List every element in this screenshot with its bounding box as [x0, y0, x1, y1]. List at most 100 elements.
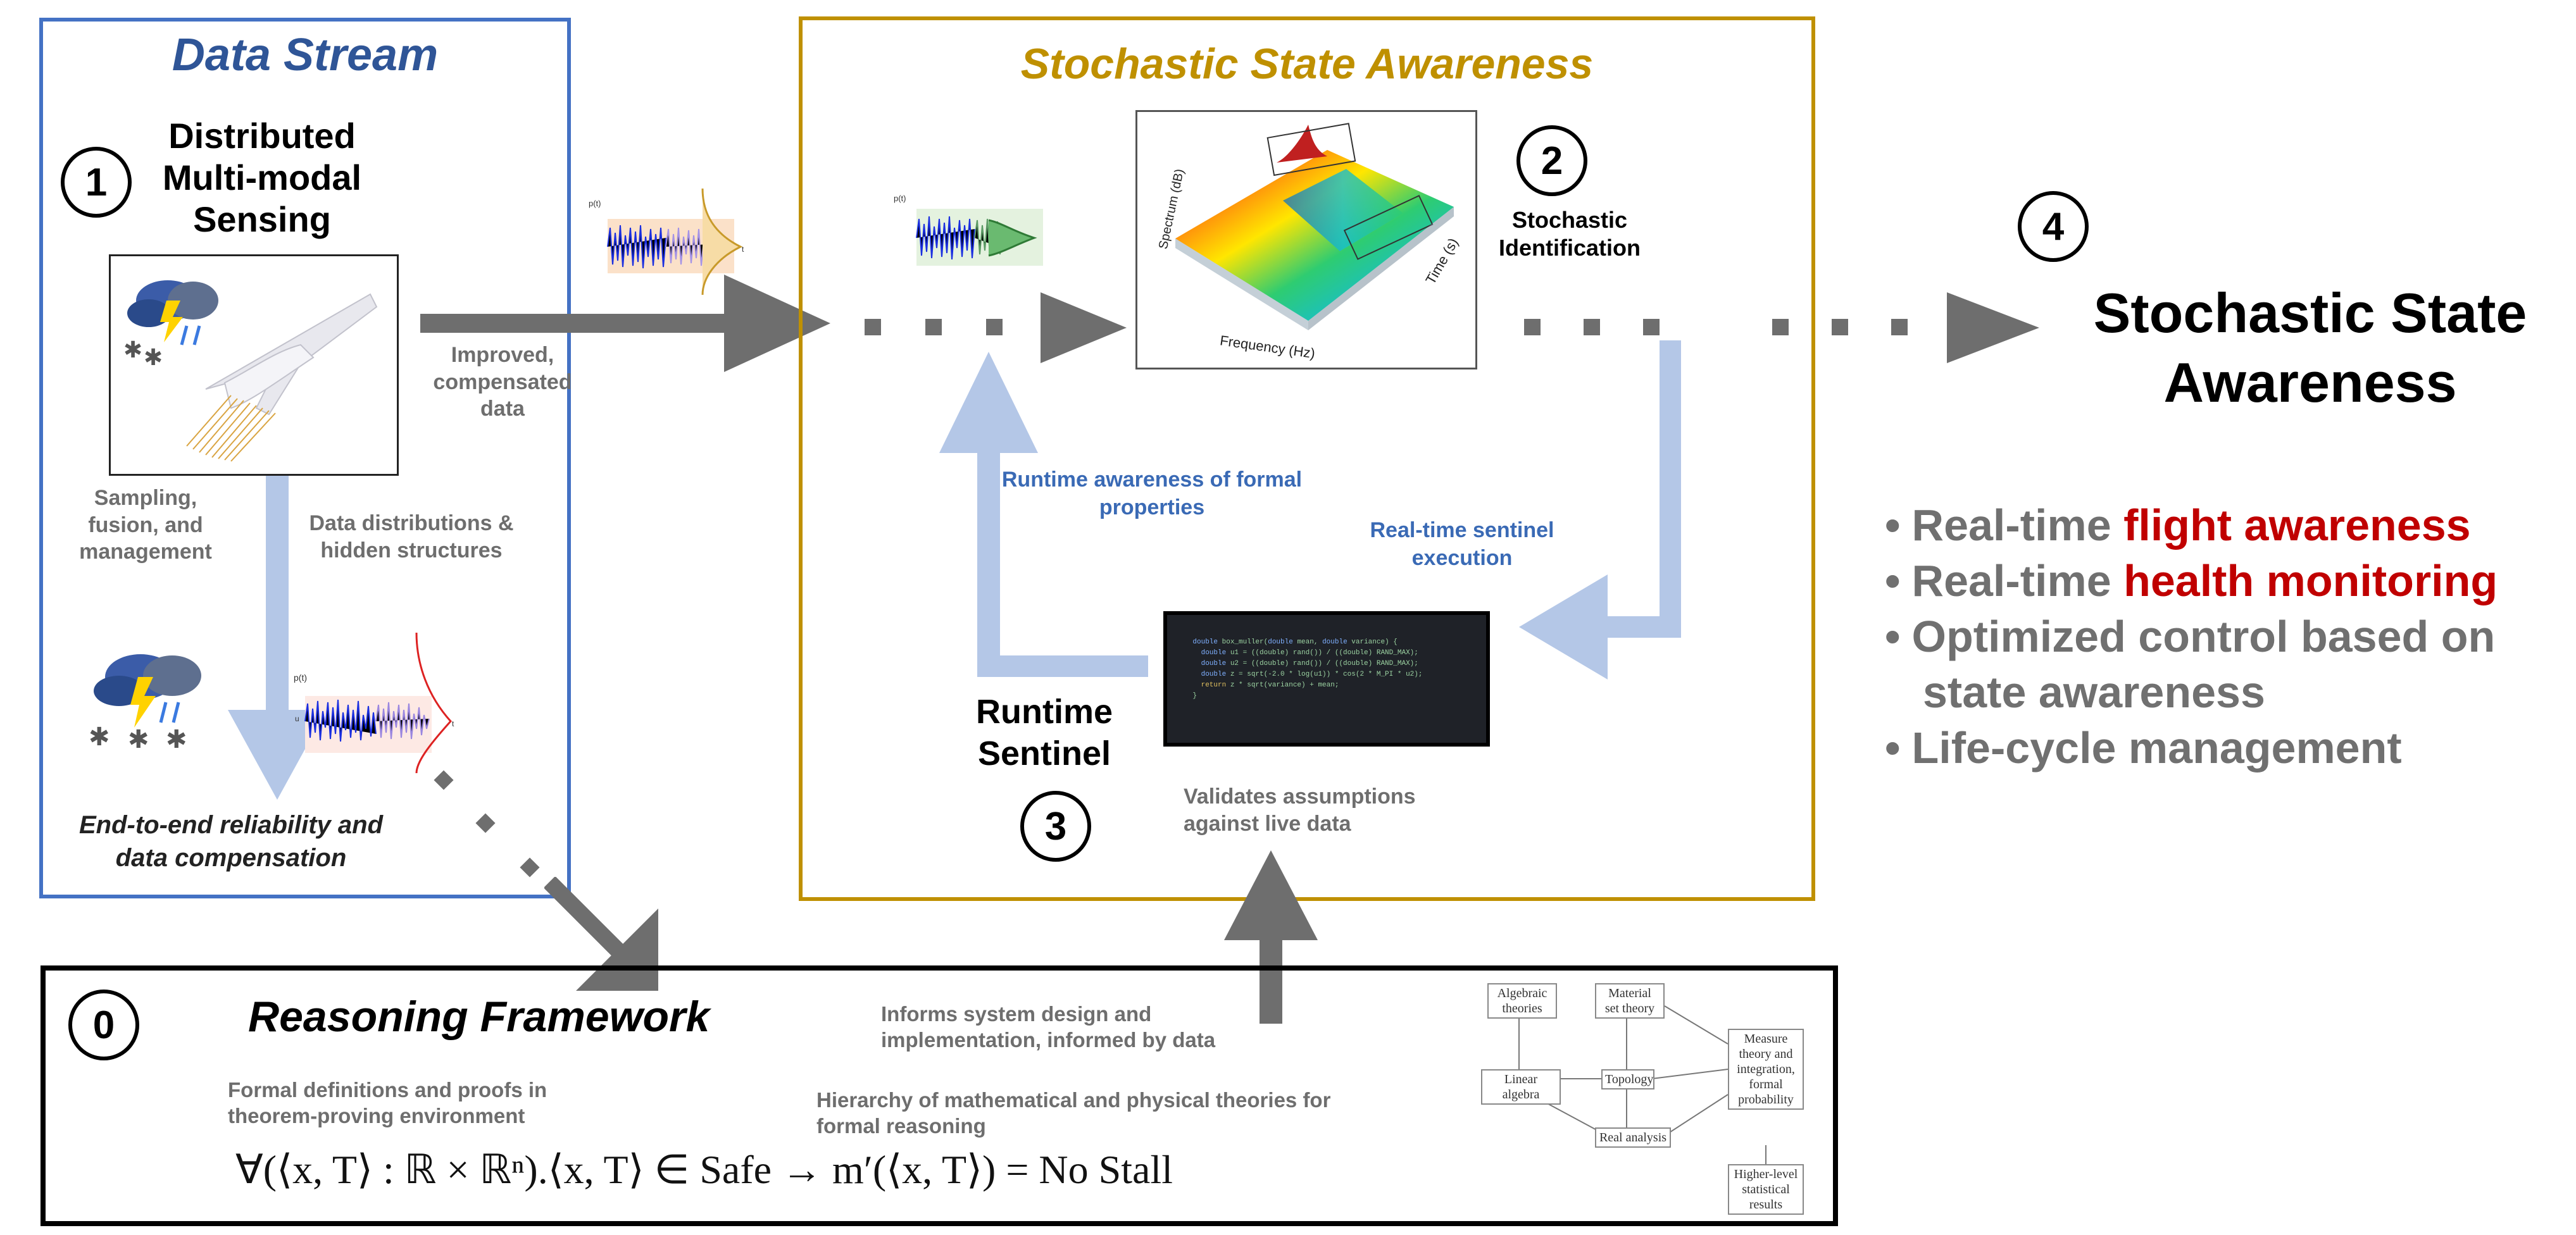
svg-text:✱: ✱ — [166, 726, 187, 753]
hierarchy-line: formal reasoning — [816, 1114, 986, 1138]
formal-formula: ∀(⟨x, T⟩ : ℝ × ℝⁿ).⟨x, T⟩ ∈ Safe → m′(⟨x… — [235, 1147, 1173, 1192]
sentinel-execution-line: Real-time sentinel — [1370, 518, 1554, 542]
storm-cloud-icon: ✱ ✱ — [123, 280, 218, 370]
output-arrowhead — [1947, 292, 2039, 363]
svg-text:p(t): p(t) — [894, 194, 906, 203]
identification-line: Identification — [1499, 235, 1641, 261]
sentinel-label: Runtime Sentinel — [930, 691, 1158, 774]
improved-line: compensated — [433, 369, 572, 394]
step-0-circle: 0 — [68, 990, 139, 1060]
spectrum-surface: Frequency (Hz) Spectrum (dB) Time (s) — [1156, 123, 1461, 361]
dotted-connector — [925, 319, 942, 335]
svg-text:✱: ✱ — [89, 723, 110, 751]
framework-up-arrow — [1224, 850, 1318, 1024]
sensing-heading-line: Multi-modal — [162, 158, 362, 197]
improved-line: Improved, — [451, 343, 554, 367]
theory-node-line: Linear algebra — [1502, 1072, 1540, 1102]
theory-node-line: theory and — [1739, 1047, 1793, 1061]
output-title: Stochastic State Awareness — [2051, 278, 2570, 418]
ssa-signal-plot: p(t) — [894, 194, 1043, 266]
theory-node-line: Higher-level — [1734, 1167, 1798, 1181]
bullet-text: Life-cycle management — [1911, 723, 2402, 773]
distributions-line: Data distributions & — [309, 511, 514, 535]
theory-node-line: results — [1749, 1198, 1783, 1212]
code-snippet: double box_muller(double mean, double va… — [1192, 638, 1423, 700]
svg-text:p(t): p(t) — [294, 673, 307, 683]
theory-node-line: formal — [1749, 1077, 1783, 1091]
distributions-line: hidden structures — [320, 538, 503, 562]
runtime-awareness-line: properties — [1099, 495, 1205, 520]
formal-line: Formal definitions and proofs in — [228, 1078, 547, 1102]
sentinel-execution-arrow — [1519, 340, 1681, 680]
theory-node-line: set theory — [1604, 1002, 1655, 1015]
theory-node-line: statistical — [1742, 1182, 1790, 1196]
plot-x-label: Frequency (Hz) — [1219, 332, 1316, 361]
formal-definitions-label: Formal definitions and proofs in theorem… — [228, 1077, 671, 1129]
theory-node-linear: Linear algebra — [1481, 1069, 1561, 1105]
improved-data-arrow — [420, 275, 830, 372]
theory-node-topology: Topology — [1601, 1069, 1654, 1089]
runtime-awareness-up-arrow — [939, 352, 1038, 677]
plot-z-label: Time (s) — [1422, 235, 1461, 287]
reliability-line: data compensation — [115, 844, 347, 872]
formal-line: theorem-proving environment — [228, 1104, 525, 1128]
informs-label: Informs system design and implementation… — [881, 1001, 1324, 1053]
spectrum-3d-plot: Frequency (Hz) Spectrum (dB) Time (s) — [1135, 110, 1477, 369]
sampling-down-arrow — [228, 476, 327, 800]
svg-text:✱: ✱ — [123, 337, 142, 363]
bullet-text: Real-time — [1911, 556, 2124, 605]
bullet-item: •Life-cycle management — [1885, 723, 2402, 773]
ssa-panel — [799, 16, 1815, 901]
bullet-text: state awareness — [1923, 667, 2265, 717]
theory-node-measure: Measure theory and integration, formal p… — [1728, 1029, 1804, 1110]
runtime-to-sentinel-bar — [977, 655, 1148, 677]
sentinel-code-panel: double box_muller(double mean, double va… — [1163, 611, 1490, 747]
svg-text:p(t): p(t) — [589, 199, 601, 208]
sentinel-line: Runtime — [976, 693, 1113, 731]
dotted-connector — [1772, 319, 1789, 335]
reliability-line: End-to-end reliability and — [78, 811, 384, 839]
bullet-text: Optimized control based on — [1911, 612, 2496, 661]
sensing-heading-line: Sensing — [193, 199, 331, 239]
distributions-label: Data distributions & hidden structures — [278, 510, 544, 564]
validates-line: Validates assumptions — [1184, 785, 1416, 809]
step-3-circle: 3 — [1020, 791, 1091, 862]
dotted-connector — [1643, 319, 1660, 335]
dotted-connector — [865, 319, 881, 335]
improved-line: data — [480, 397, 525, 421]
svg-text:✱: ✱ — [128, 726, 149, 753]
sampling-line: fusion, and — [88, 512, 203, 537]
sensing-heading: Distributed Multi-modal Sensing — [135, 115, 389, 240]
informs-line: implementation, informed by data — [881, 1028, 1216, 1052]
ssa-title: Stochastic State Awareness — [1020, 40, 1594, 88]
theory-node-line: Algebraic — [1497, 986, 1547, 1000]
dotted-connector — [986, 319, 1003, 335]
sampling-line: Sampling, — [94, 486, 197, 510]
theory-node-line: Material — [1608, 986, 1651, 1000]
sentinel-line: Sentinel — [977, 735, 1111, 773]
runtime-awareness-label: Runtime awareness of formal properties — [975, 466, 1329, 521]
informs-line: Informs system design and — [881, 1002, 1152, 1026]
sentinel-execution-label: Real-time sentinel execution — [1354, 516, 1570, 572]
ssa-arrowhead — [1041, 292, 1127, 363]
reasoning-framework-panel — [41, 965, 1838, 1226]
dotted-connector — [1832, 319, 1848, 335]
theory-node-line: Measure — [1744, 1032, 1788, 1046]
step-1-circle: 1 — [61, 147, 132, 218]
aircraft-illustration: ✱ ✱ — [123, 280, 378, 462]
theory-node-line: probability — [1738, 1093, 1794, 1107]
theory-node-line: integration, — [1737, 1062, 1795, 1076]
theory-node-line: theories — [1502, 1002, 1542, 1015]
theory-node-line: Topology — [1605, 1072, 1654, 1086]
data-stream-title: Data Stream — [172, 30, 439, 80]
aircraft-weather-image: ✱ ✱ — [109, 254, 399, 476]
reliability-label: End-to-end reliability and data compensa… — [51, 809, 411, 874]
hierarchy-line: Hierarchy of mathematical and physical t… — [816, 1088, 1331, 1112]
theory-node-real: Real analysis — [1595, 1127, 1671, 1148]
signal-distribution-plot: p(t) u t — [294, 632, 454, 774]
dotted-connector — [1584, 319, 1600, 335]
output-title-line: Awareness — [2163, 351, 2457, 414]
svg-text:u: u — [295, 714, 299, 723]
svg-text:✱: ✱ — [144, 344, 163, 370]
bullet-highlight: flight awareness — [2123, 500, 2471, 550]
